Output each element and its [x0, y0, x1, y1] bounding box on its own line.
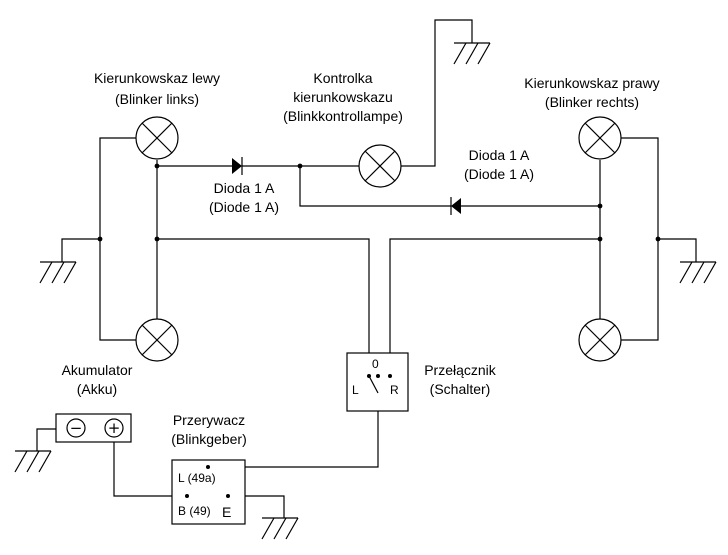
switch-terminal-right: R — [390, 383, 399, 397]
label-battery: Akumulator (Akku) — [62, 362, 133, 397]
label-switch: Przełącznik (Schalter) — [424, 362, 497, 397]
svg-text:Akumulator: Akumulator — [62, 362, 133, 378]
wires — [36, 19, 697, 518]
right-front-blinker-lamp-icon — [578, 116, 622, 160]
ground-left-icon — [39, 261, 77, 284]
svg-text:Przerywacz: Przerywacz — [173, 412, 245, 428]
label-diode-left: Dioda 1 A (Diode 1 A) — [209, 180, 279, 215]
flasher-box: L (49a) B (49) E — [171, 459, 246, 525]
ground-top-icon — [453, 42, 491, 65]
junction-dots — [97, 163, 661, 242]
label-control-lamp: Kontrolka kierunkowskazu (Blinkkontrolla… — [283, 70, 403, 124]
svg-text:(Blinkkontrollampe): (Blinkkontrollampe) — [283, 108, 403, 124]
switch-box: 0 L R — [346, 352, 409, 412]
battery-plus-terminal: + — [108, 419, 121, 437]
svg-text:Kontrolka: Kontrolka — [313, 70, 372, 86]
battery-minus-terminal: − — [70, 419, 83, 437]
left-rear-blinker-lamp-icon — [135, 318, 179, 362]
ground-flasher-icon — [261, 517, 299, 540]
battery-box: − + — [55, 413, 132, 443]
label-diode-right: Dioda 1 A (Diode 1 A) — [464, 147, 534, 182]
svg-text:(Akku): (Akku) — [77, 381, 117, 397]
svg-text:kierunkowskazu: kierunkowskazu — [293, 89, 393, 105]
svg-text:(Schalter): (Schalter) — [430, 381, 491, 397]
svg-text:(Blinker rechts): (Blinker rechts) — [545, 94, 639, 110]
svg-text:Kierunkowskaz lewy: Kierunkowskaz lewy — [94, 70, 220, 86]
flasher-terminal-e: E — [222, 504, 231, 520]
svg-text:(Diode 1 A): (Diode 1 A) — [209, 199, 279, 215]
diode-right-icon — [450, 197, 461, 215]
switch-terminal-zero: 0 — [372, 357, 379, 371]
svg-text:Dioda 1 A: Dioda 1 A — [469, 147, 530, 163]
svg-text:(Blinker links): (Blinker links) — [115, 91, 199, 107]
svg-text:(Blinkgeber): (Blinkgeber) — [171, 431, 246, 447]
switch-terminal-left: L — [352, 383, 359, 397]
label-left-blinker: Kierunkowskaz lewy (Blinker links) — [94, 70, 220, 107]
svg-text:Dioda 1 A: Dioda 1 A — [214, 180, 275, 196]
left-front-blinker-lamp-icon — [135, 116, 179, 160]
flasher-terminal-b: B (49) — [178, 504, 211, 518]
svg-text:(Diode 1 A): (Diode 1 A) — [464, 166, 534, 182]
svg-text:Kierunkowskaz prawy: Kierunkowskaz prawy — [524, 75, 659, 91]
control-lamp-icon — [358, 144, 402, 188]
svg-text:Przełącznik: Przełącznik — [424, 362, 497, 378]
ground-right-icon — [679, 261, 717, 284]
ground-battery-icon — [14, 450, 52, 473]
label-right-blinker: Kierunkowskaz prawy (Blinker rechts) — [524, 75, 659, 110]
flasher-terminal-l: L (49a) — [178, 471, 216, 485]
right-rear-blinker-lamp-icon — [578, 318, 622, 362]
diode-left-icon — [232, 157, 243, 175]
label-flasher: Przerywacz (Blinkgeber) — [171, 412, 246, 447]
